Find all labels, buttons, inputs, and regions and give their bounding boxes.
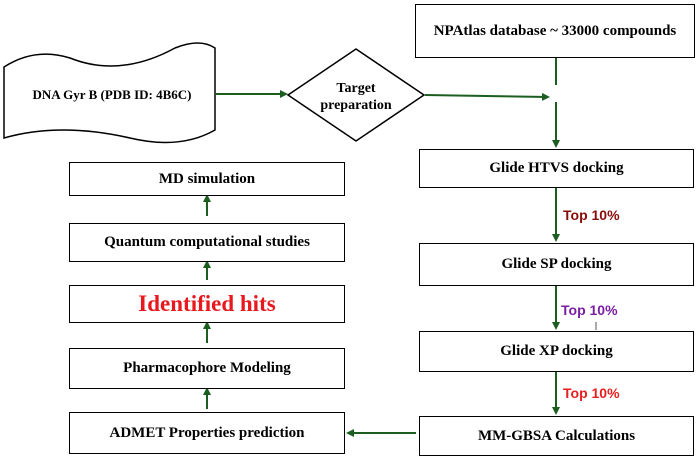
npatlas-database-box: NPAtlas database ~ 33000 compounds [415, 4, 695, 58]
md-simulation-box: MD simulation [69, 162, 345, 196]
glide-xp-box: Glide XP docking [419, 331, 694, 372]
filter-label-xp: Top 10% [563, 385, 620, 401]
quantum-studies-box: Quantum computational studies [69, 223, 345, 262]
glide-htvs-box: Glide HTVS docking [419, 149, 694, 188]
glide-sp-box: Glide SP docking [419, 243, 694, 286]
admet-prediction-box: ADMET Properties prediction [69, 412, 345, 454]
input-document-shape [3, 42, 216, 144]
arrow-target-to-pipeline [424, 92, 550, 101]
target-preparation-diamond [286, 48, 426, 142]
pharmacophore-modeling-box: Pharmacophore Modeling [69, 348, 345, 389]
filter-label-htvs: Top 10% [563, 207, 620, 223]
identified-hits-box: Identified hits [69, 285, 345, 323]
target-preparation-label: Target preparation [320, 81, 392, 113]
mm-gbsa-box: MM-GBSA Calculations [419, 416, 694, 456]
input-label: DNA Gyr B (PDB ID: 4B6C) [32, 87, 192, 102]
filter-label-sp: Top 10% [561, 302, 618, 318]
